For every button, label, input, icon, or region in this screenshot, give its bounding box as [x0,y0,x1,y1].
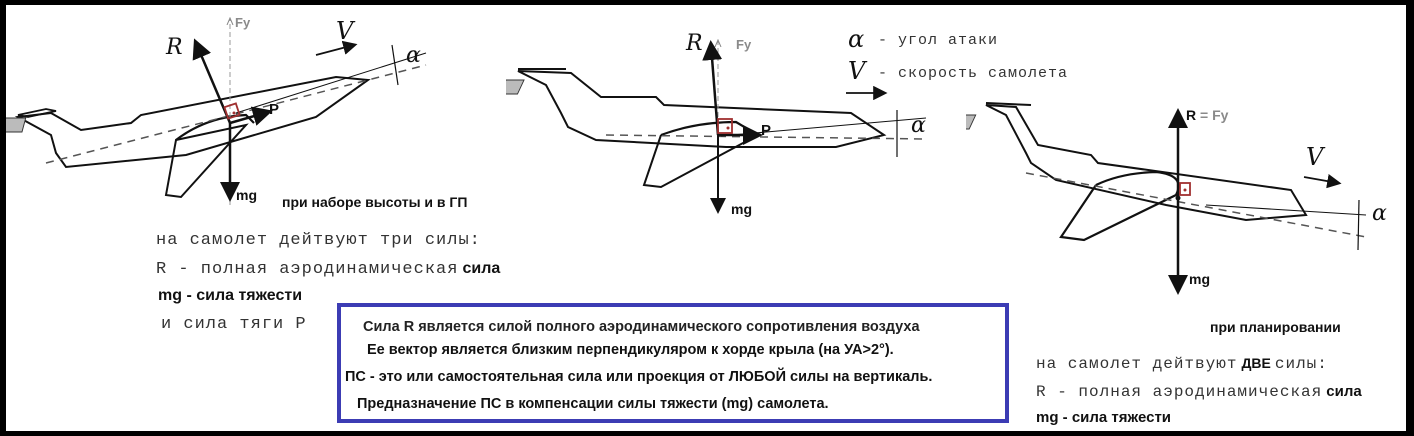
v-label: V [1306,143,1324,171]
legend-alpha-text: - угол атаки [878,32,999,49]
note-line3: ПС - это или самостоятельная сила или пр… [345,369,933,385]
legend-v-symbol: V [848,57,866,85]
glide-caption: при планировании [1210,319,1341,335]
p-label: P [761,122,772,139]
diagram-canvas: Fy R V α P mg при наборе высоты и в ГП F… [6,5,1406,431]
left-text-line2-prefix: R - полная аэродинамическая [156,260,459,279]
fy-label: Fy [736,37,752,52]
legend-v-text: - скорость самолета [878,65,1069,82]
right-text-line2: R - полная аэродинамическая сила [1036,383,1362,401]
mg-label: mg [731,201,752,217]
climb-caption: при наборе высоты и в ГП [282,194,468,210]
alpha-label: α [1372,201,1387,226]
fy-label: = Fy [1200,107,1229,123]
explanation-box: Сила R является силой полного аэродинами… [337,303,1009,423]
r-label: R [1186,107,1197,123]
right-text-line2-prefix: R - полная аэродинамическая [1036,383,1323,401]
mg-label: mg [1189,271,1210,287]
p-label: P [269,101,280,118]
mg-label: mg [236,187,257,203]
left-text-line2-suffix: сила [462,260,501,277]
note-line4: Предназначение ПС в компенсации силы тяж… [357,396,829,412]
legend-alpha-symbol: α [848,25,865,53]
level-airplane-drawing [506,5,927,214]
r-label: R [686,31,703,56]
right-text-line1: на самолет дейтвуют ДВЕ силы: [1036,355,1328,373]
right-text-line1-suffix: силы: [1274,355,1328,373]
left-text-line2: R - полная аэродинамическая сила [156,260,500,279]
left-text-line1: на самолет дейтвуют три силы: [156,231,481,250]
alpha-label: α [911,113,926,138]
glide-airplane-drawing [966,102,1367,295]
left-text-line3: mg - сила тяжести [158,287,303,304]
right-text-line2-suffix: сила [1326,383,1362,400]
v-label: V [336,17,354,45]
alpha-label: α [406,43,421,68]
right-text-line1-prefix: на самолет дейтвуют [1036,355,1238,373]
note-line1: Сила R является силой полного аэродинами… [363,319,920,335]
right-text-line3: mg - сила тяжести [1036,409,1172,426]
climb-airplane-drawing [6,5,427,205]
note-line2: Ее вектор является близким перпендикуляр… [367,342,894,358]
right-text-line1-bold: ДВЕ [1241,355,1271,371]
r-label: R [166,35,183,60]
fy-label: Fy [235,15,251,30]
left-text-line4: и сила тяги P [161,315,307,334]
